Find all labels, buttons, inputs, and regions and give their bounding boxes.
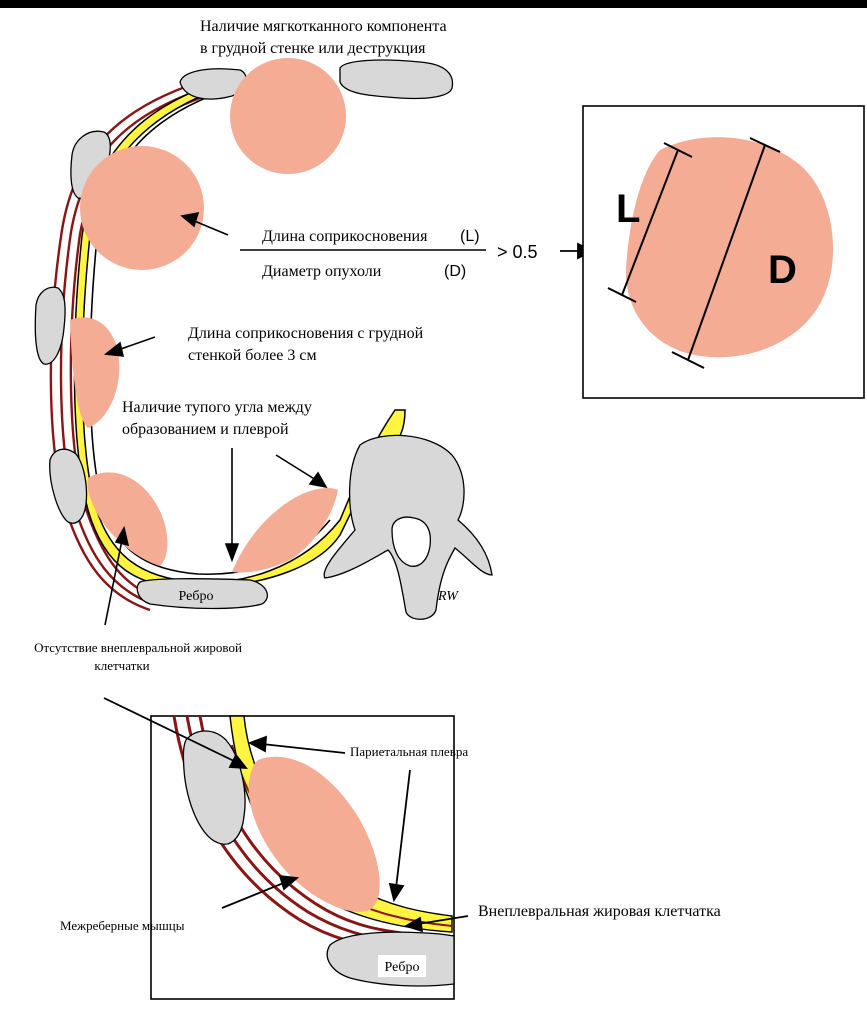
box-label-L: L xyxy=(616,187,640,231)
extrapleural-fat-label: Внеплевральная жировая клетчатка xyxy=(478,903,721,920)
box-label-D: D xyxy=(768,248,797,292)
rib-top-right xyxy=(340,60,453,99)
tumor-soft-tissue xyxy=(230,58,346,174)
obtuse-label-line2: образованием и плеврой xyxy=(122,421,289,438)
tumor-contact-ratio xyxy=(80,146,204,270)
intercostal-muscles-label: Межреберные мышцы xyxy=(60,918,185,933)
soft-tissue-label-line1: Наличие мягкотканного компонента xyxy=(200,18,447,35)
ratio-numerator-symbol: (L) xyxy=(460,228,480,245)
ratio-denominator-symbol: (D) xyxy=(444,263,466,280)
ratio-threshold: > 0.5 xyxy=(497,242,538,262)
ratio-denominator: Диаметр опухоли xyxy=(262,263,382,280)
contact-label-line2: стенкой более 3 см xyxy=(188,347,317,364)
obtuse-label-line1: Наличие тупого угла между xyxy=(122,399,312,416)
rib-main-label: Ребро xyxy=(179,589,214,604)
soft-tissue-label-line2: в грудной стенке или деструкция xyxy=(200,40,426,57)
ratio-numerator: Длина соприкосновения xyxy=(262,228,428,245)
contact-label-line1: Длина соприкосновения с грудной xyxy=(188,325,424,342)
no-fat-label-line1: Отсутствие внеплевральной жировой xyxy=(34,640,242,655)
parietal-pleura-label: Париетальная плевра xyxy=(350,744,468,759)
no-fat-label-line2: клетчатки xyxy=(94,658,149,673)
ratio-detail-tumor xyxy=(626,137,833,357)
inset-rib-label: Ребро xyxy=(385,960,420,975)
artist-signature: RW xyxy=(437,589,459,604)
